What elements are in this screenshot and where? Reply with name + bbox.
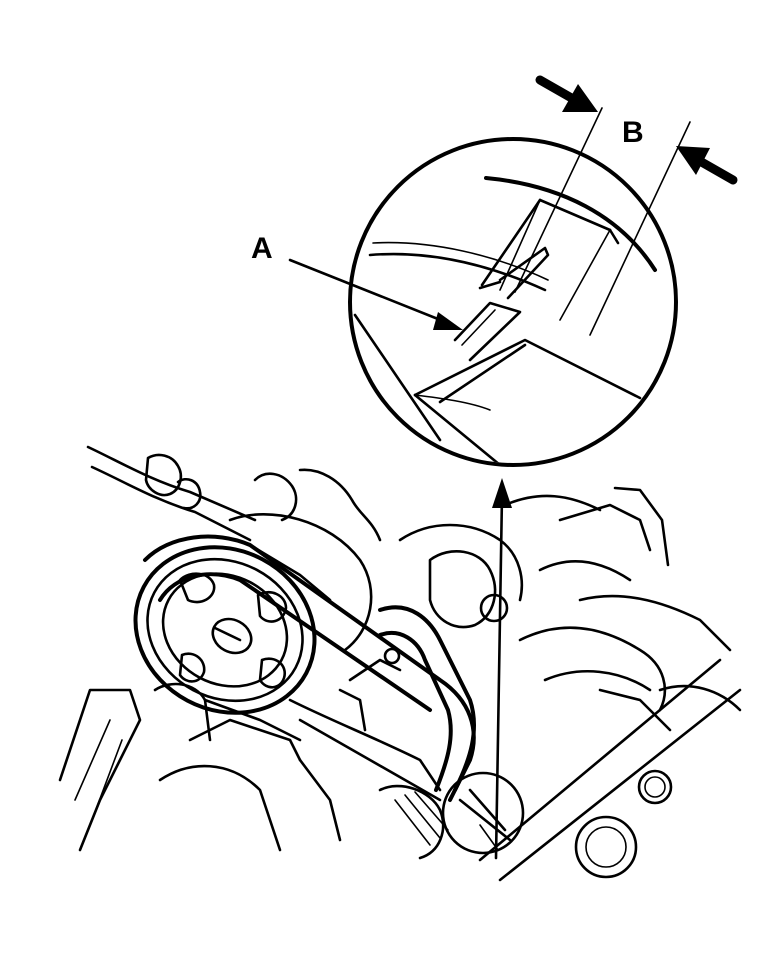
callout-a: A: [251, 232, 463, 330]
pulley: [133, 545, 317, 715]
magnify-pointer-arrow: [492, 478, 512, 860]
dimension-b: B: [514, 75, 738, 336]
plug-icon: [637, 769, 673, 805]
magnified-detail-view: [348, 137, 678, 467]
inspection-area-circle: [441, 771, 525, 855]
leader-arrowhead-icon: [433, 312, 463, 330]
pulley-hub-icon: [211, 617, 253, 655]
callout-b-label: B: [622, 116, 644, 149]
crank-pulley: [378, 784, 449, 860]
engine-assembly: [58, 445, 742, 882]
bolt-icon: [479, 593, 509, 623]
arrow-right-icon: [535, 75, 598, 112]
arrow-left-icon: [676, 146, 738, 185]
callout-a-label: A: [251, 232, 273, 265]
port-icon: [574, 815, 638, 879]
